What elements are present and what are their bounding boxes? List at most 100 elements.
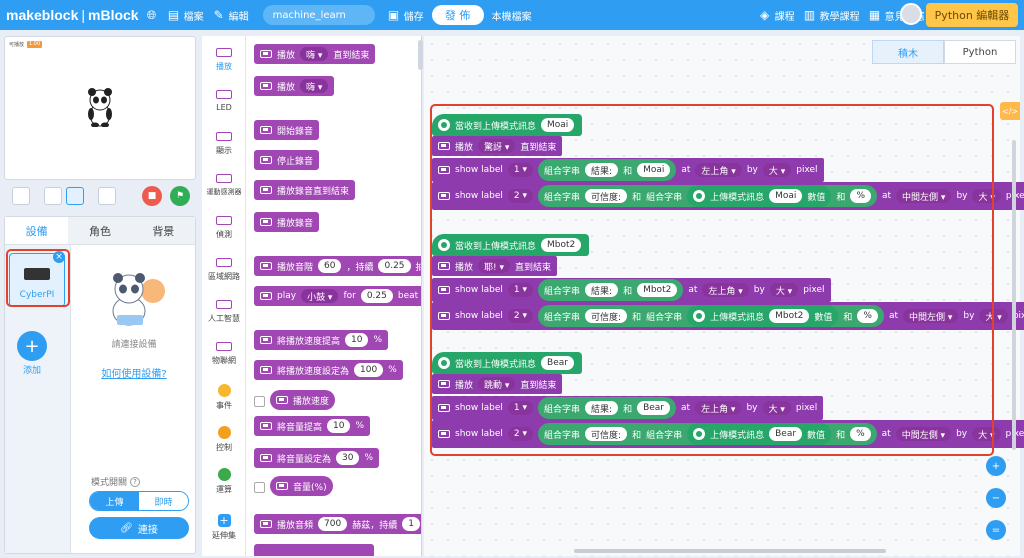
tempo-checkbox[interactable] [254, 396, 265, 407]
device-icon [438, 142, 450, 150]
device-icon [260, 520, 272, 528]
block-play-until-done[interactable]: 播放嗨 ▾直到結束 [254, 44, 376, 64]
signal-icon [693, 190, 706, 202]
add-label: 添加 [22, 366, 41, 376]
category-motion-sensor[interactable]: 運動感測器 [202, 174, 246, 197]
small-stage-icon[interactable] [44, 187, 62, 205]
category-iot[interactable]: 物聯網 [202, 342, 246, 366]
block-palette: 播放嗨 ▾直到結束 播放嗨 ▾ 開始錄音 停止錄音 播放錄音直到結束 播放錄音 … [246, 36, 422, 556]
stop-icon: ■ [147, 191, 157, 201]
grid-view-icon[interactable] [98, 187, 116, 205]
mode-live-button[interactable]: 即時 [139, 492, 188, 510]
code-view-icon[interactable]: </> [1000, 102, 1020, 120]
panel-tabs: 設備 角色 背景 [5, 217, 195, 245]
help-icon[interactable]: ? [130, 476, 141, 487]
close-icon[interactable]: × [53, 251, 65, 263]
device-icon [260, 336, 272, 344]
howto-link[interactable]: 如何使用設備? [101, 369, 167, 380]
device-icon [260, 454, 272, 462]
large-stage-icon[interactable] [66, 187, 84, 205]
local-file-button[interactable]: 本機檔案 [491, 11, 532, 23]
block-play-sound[interactable]: 播放跳動 ▾直到結束 [432, 374, 563, 394]
palette-scrollbar[interactable] [418, 40, 423, 70]
tutorial-button[interactable]: ▥教學課程 [803, 8, 860, 23]
category-events[interactable]: 事件 [202, 384, 246, 411]
workspace-horizontal-scrollbar[interactable] [574, 549, 886, 553]
zoom-reset-icon[interactable]: = [986, 520, 1006, 540]
category-lan[interactable]: 區域網路 [202, 258, 246, 282]
category-display[interactable]: 顯示 [202, 132, 246, 156]
avatar[interactable] [900, 3, 922, 25]
tab-backgrounds[interactable]: 背景 [131, 217, 195, 244]
category-operators[interactable]: 運算 [202, 468, 246, 495]
run-flag-button[interactable]: ⚑ [170, 186, 190, 206]
zoom-out-icon[interactable]: − [986, 488, 1006, 508]
block-play-sound[interactable]: 播放耶! ▾直到結束 [432, 256, 558, 276]
device-icon [438, 192, 450, 200]
course-button[interactable]: ◈課程 [758, 8, 795, 23]
stop-button[interactable]: ■ [142, 186, 162, 206]
category-ai[interactable]: 人工智慧 [202, 300, 246, 324]
project-name-input[interactable]: machine_learn [262, 5, 375, 25]
workspace-vertical-scrollbar[interactable] [1012, 140, 1016, 450]
publish-button[interactable]: 發 佈 [431, 5, 484, 25]
device-highlight [6, 249, 70, 307]
block-play-recording-until-done[interactable]: 播放錄音直到結束 [254, 180, 356, 200]
save-button[interactable]: ▣儲存 [387, 8, 424, 23]
device-icon [260, 156, 272, 164]
tab-devices[interactable]: 設備 [5, 217, 69, 244]
category-control[interactable]: 控制 [202, 426, 246, 453]
block-stop-recording[interactable]: 停止錄音 [254, 150, 320, 170]
block-tempo-reporter[interactable]: 播放速度 [270, 390, 336, 410]
block-start-recording[interactable]: 開始錄音 [254, 120, 320, 140]
block-volume-reporter[interactable]: 音量(%) [270, 476, 333, 496]
block-play[interactable]: 播放嗨 ▾ [254, 76, 335, 96]
block-play-recording[interactable]: 播放錄音 [254, 212, 320, 232]
category-sensing[interactable]: 偵測 [202, 216, 246, 240]
category-list: 播放 LED 顯示 運動感測器 偵測 區域網路 人工智慧 物聯網 事件 控制 運… [202, 36, 246, 556]
category-play[interactable]: 播放 [202, 48, 246, 72]
block-play-sound[interactable]: 播放驚訝 ▾直到結束 [432, 136, 563, 156]
device-panel: 設備 角色 背景 CyberPI × + 添加 請連接設備 如何使用設備? 模式… [4, 216, 196, 554]
block-partial[interactable] [254, 544, 374, 556]
category-led[interactable]: LED [202, 90, 246, 112]
file-menu[interactable]: ▤檔案 [167, 8, 204, 23]
tab-blocks[interactable]: 積木 [872, 40, 944, 64]
globe-icon[interactable]: 🌐︎ [146, 7, 157, 22]
fullscreen-icon[interactable] [12, 187, 30, 205]
zoom-in-icon[interactable]: + [986, 456, 1006, 476]
device-list: CyberPI × + 添加 [5, 245, 71, 553]
edit-menu[interactable]: ✎編輯 [213, 8, 249, 23]
app-logo[interactable]: makeblock|mBlock [6, 7, 139, 23]
category-extensions[interactable]: +延伸集 [212, 514, 236, 540]
tab-python[interactable]: Python [944, 40, 1016, 64]
connect-button[interactable]: 🔗︎連接 [89, 517, 189, 539]
python-editor-button[interactable]: Python 編輯器 [926, 3, 1018, 27]
tab-sprites[interactable]: 角色 [68, 217, 132, 244]
panda-sprite[interactable] [85, 87, 115, 127]
plus-icon: + [217, 514, 231, 527]
mode-upload-button[interactable]: 上傳 [90, 492, 139, 510]
volume-checkbox[interactable] [254, 482, 265, 493]
add-device-button[interactable]: + [17, 331, 47, 361]
device-icon [216, 132, 232, 141]
workspace-tabs: 積木 Python [872, 40, 1016, 64]
